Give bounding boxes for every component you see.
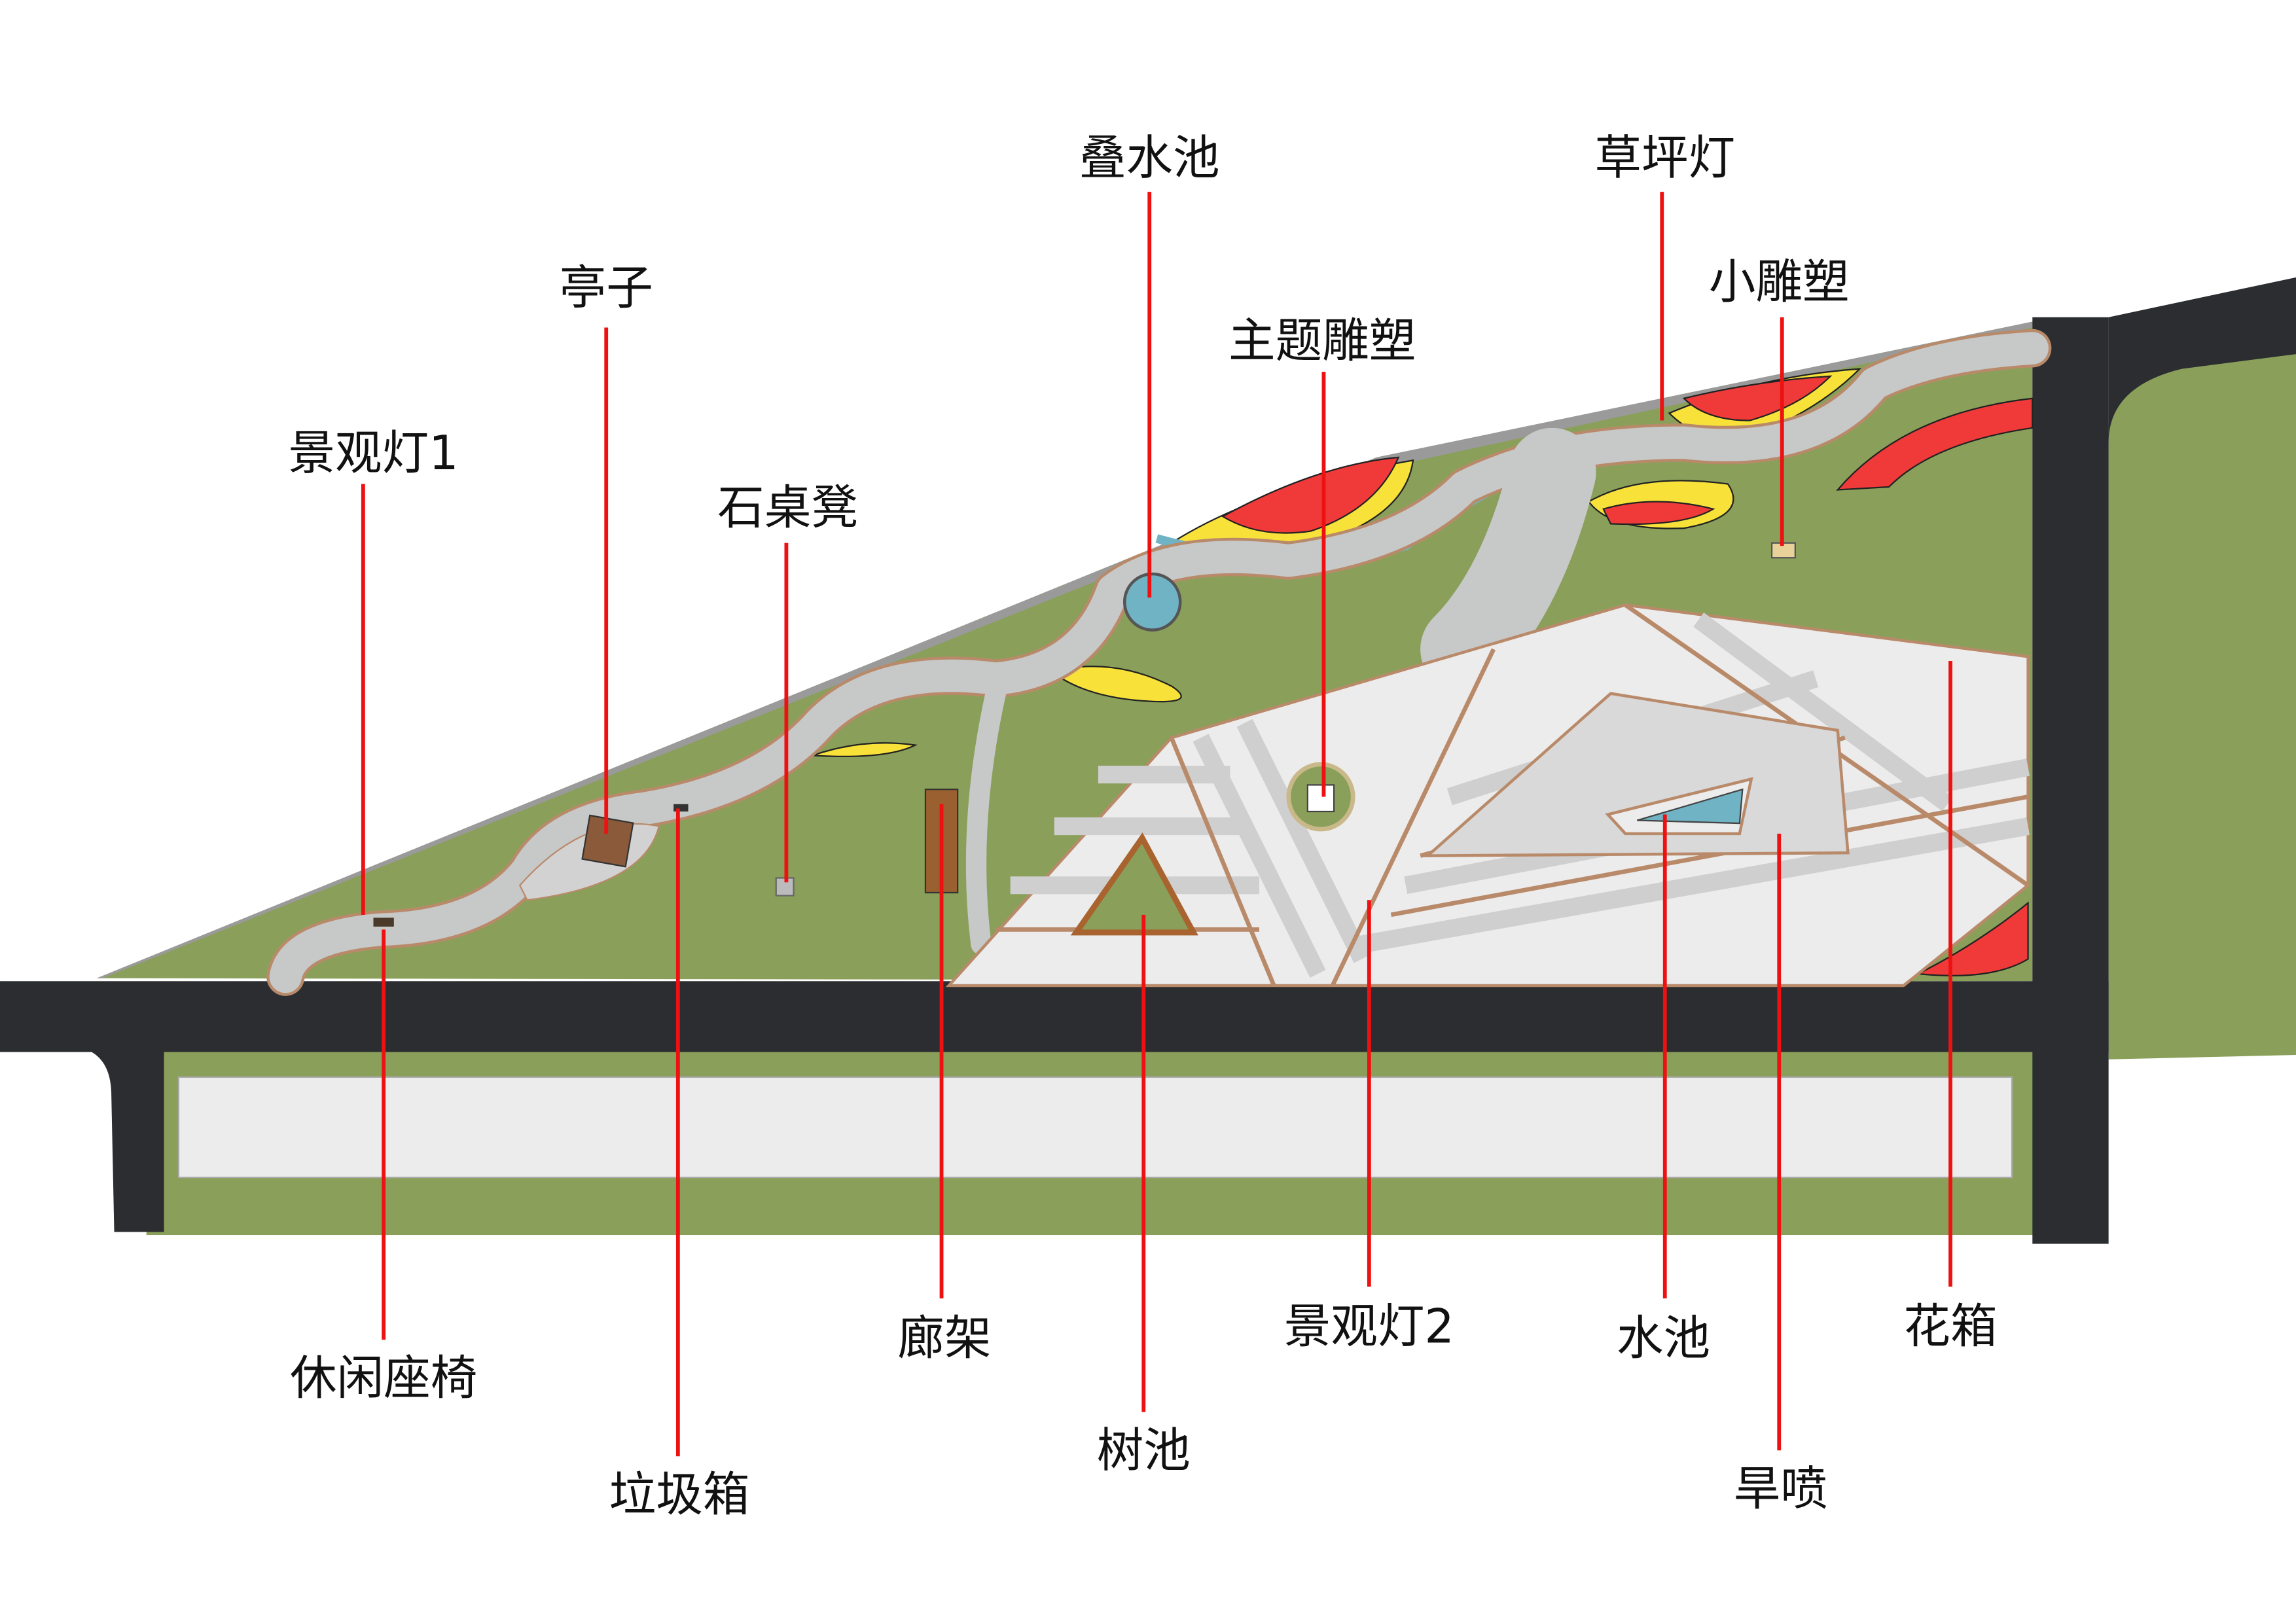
trash-bin [673, 804, 689, 812]
label-tree-pool: 树池 [1097, 1423, 1191, 1478]
label-flower-box: 花箱 [1903, 1298, 1997, 1353]
label-water-pool: 水池 [1617, 1310, 1710, 1365]
theme-sculpture [1306, 784, 1335, 813]
roads [0, 277, 2296, 1244]
label-landscape-light-1: 景观灯1 [288, 425, 458, 480]
label-pavilion: 亭子 [560, 260, 653, 315]
label-small-sculpture: 小雕塑 [1709, 254, 1850, 309]
garden-paths [266, 329, 2052, 996]
label-landscape-light-2: 景观灯2 [1284, 1298, 1454, 1353]
label-stone-table-bench: 石桌凳 [717, 480, 858, 535]
flower-beds [812, 368, 2034, 976]
tree-pool [1070, 832, 1198, 936]
label-leisure-bench: 休闲座椅 [290, 1350, 477, 1405]
label-theme-sculpture: 主题雕塑 [1229, 313, 1416, 368]
label-dry-fountain: 旱喷 [1734, 1461, 1827, 1516]
label-cascade-pool: 叠水池 [1079, 130, 1220, 185]
label-trash-bin: 垃圾箱 [609, 1467, 750, 1522]
right-lawn [2108, 342, 2296, 1060]
leader-lines [361, 192, 1952, 1457]
leisure-bench [373, 918, 394, 927]
cascade-pool [1122, 572, 1182, 632]
central-plaza [945, 603, 2030, 988]
lower-building-strip [177, 1076, 2013, 1179]
pavilion [581, 814, 634, 868]
label-pergola: 廊架 [897, 1310, 991, 1365]
label-lawn-light: 草坪灯 [1594, 130, 1735, 185]
